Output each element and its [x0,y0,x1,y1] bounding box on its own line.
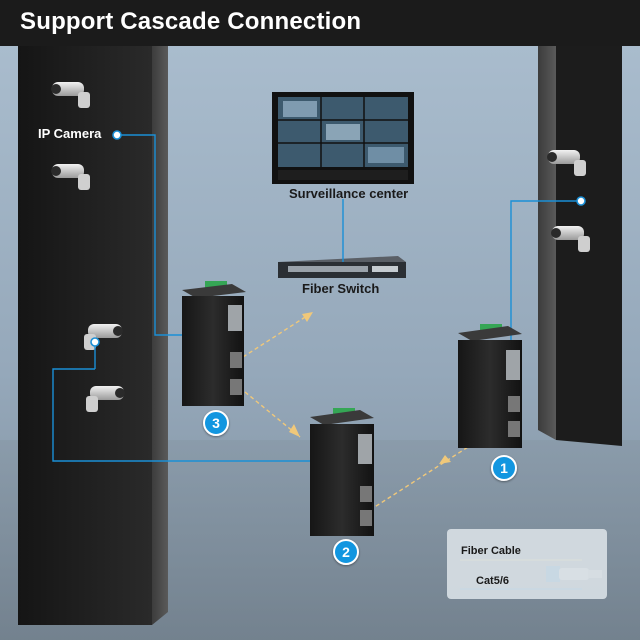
title-bar [0,0,640,46]
ip-camera-4 [86,386,125,412]
device-badge-2: 2 [333,539,359,565]
media-converter-2 [310,408,374,536]
fiber-arrowheads [289,312,451,464]
device-badge-3: 3 [203,410,229,436]
ip-camera-6 [551,226,590,252]
copper-line-camera-to-device2 [52,368,360,462]
ip-camera-1 [51,82,90,108]
surveillance-center-label: Surveillance center [289,186,409,201]
legend-fiber-label: Fiber Cable [461,545,521,557]
ip-camera-5 [547,150,586,176]
media-converter-3 [182,281,246,406]
copper-line-camera-to-device1 [510,200,578,358]
ip-camera-2 [51,164,90,190]
surveillance-monitor [272,92,414,184]
fiber-switch-label: Fiber Switch [302,281,380,296]
cable-endpoints [90,130,586,347]
media-converter-1 [458,324,522,448]
cable-legend: Fiber Cable Cat5/6 [447,529,607,599]
page-title: Support Cascade Connection [20,8,362,35]
fiber-switch-device [278,256,406,278]
ip-camera-label: IP Camera [38,126,102,141]
device-badge-1: 1 [491,455,517,481]
legend-cat-label: Cat5/6 [476,575,510,587]
